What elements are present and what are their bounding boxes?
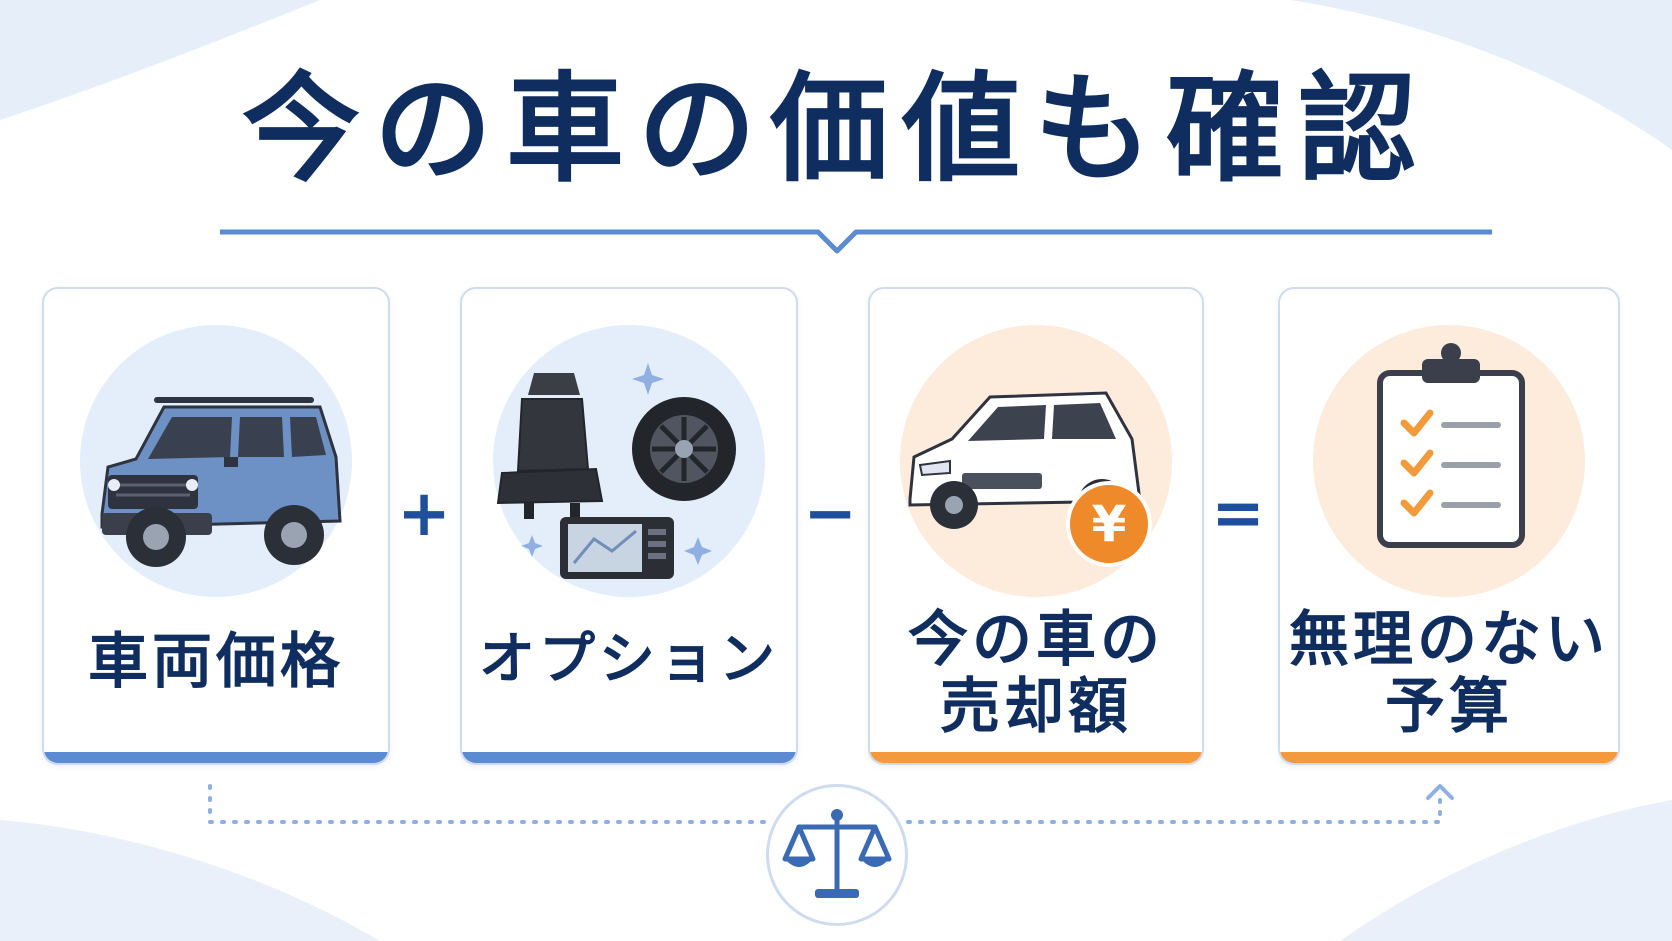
yen-badge: ¥	[1066, 481, 1152, 567]
card-accent-bar	[44, 752, 388, 763]
card-options: オプション	[460, 287, 798, 765]
equals-operator: =	[1211, 477, 1265, 551]
plus-operator: +	[397, 477, 451, 551]
card-label: 今の車の 売却額	[870, 605, 1202, 743]
card-vehicle-price: 車両価格	[42, 287, 390, 765]
card-accent-bar	[1280, 752, 1618, 763]
page-title: 今の車の価値も確認	[241, 60, 1430, 198]
title-underline	[220, 229, 1492, 254]
trade-in-car-yen-icon	[908, 391, 1142, 529]
balance-scale-icon	[782, 809, 892, 898]
card-label-line: 今の車の	[908, 605, 1164, 675]
card-reasonable-budget: 無理のない 予算	[1278, 287, 1620, 765]
card-accent-bar	[462, 752, 796, 763]
card-trade-in-value: ¥ 今の車の 売却額	[868, 287, 1204, 765]
card-label: 無理のない 予算	[1280, 605, 1618, 743]
car-options-icon	[496, 363, 736, 579]
card-label-line: 売却額	[940, 672, 1132, 743]
card-accent-bar	[870, 752, 1202, 763]
balance-scale-badge	[766, 784, 908, 926]
clipboard-checklist-icon	[1377, 343, 1525, 548]
suv-car-icon	[100, 397, 342, 567]
card-label: オプション	[479, 627, 779, 692]
card-label-line: 予算	[1385, 672, 1513, 743]
card-label: 車両価格	[88, 627, 344, 697]
card-label-line: 無理のない	[1289, 605, 1609, 675]
minus-operator: −	[803, 477, 857, 551]
